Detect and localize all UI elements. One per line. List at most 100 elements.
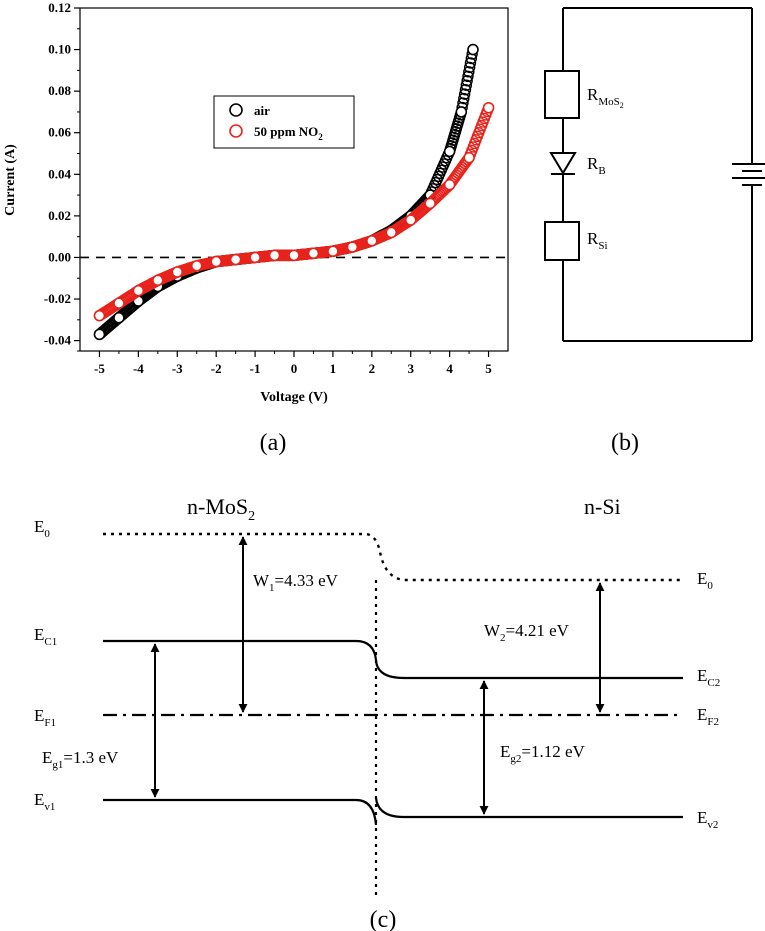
label-w2: W2=4.21 eV [484, 621, 570, 644]
diode-symbol [549, 152, 577, 175]
y-tick-label-1: -0.02 [44, 291, 71, 306]
resistor-mos2 [544, 70, 580, 119]
title-n-mos2: n-MoS2 [187, 494, 255, 524]
series-0-point-20 [467, 43, 479, 56]
series-1-point-3 [152, 274, 164, 287]
resistor-si [544, 221, 580, 261]
series-1-point-16 [404, 214, 417, 226]
panel-label-c: (c) [370, 907, 397, 931]
panel-label-a: (a) [260, 430, 287, 456]
x-tick-label-1: -4 [133, 361, 144, 376]
y-tick-label-6: 0.08 [48, 83, 71, 98]
series-1-point-8 [249, 251, 261, 264]
series-0-point-18 [443, 145, 456, 158]
y-tick-label-2: 0.00 [48, 249, 71, 264]
series-1-point-0 [93, 309, 106, 322]
series-0-fill-19-11 [464, 57, 477, 69]
series-0-fill-19-5 [459, 83, 472, 96]
band-labels: n-MoS2 n-Si E0 EC1 EF1 Ev1 E0 EC2 EF2 Ev… [34, 494, 720, 831]
series-1-point-2 [132, 284, 145, 297]
series-1-point-9 [268, 249, 281, 262]
circuit-labels: RMoS2 RB RSi [587, 85, 624, 252]
series-1-point-19 [463, 151, 475, 164]
x-tick-label-7: 2 [369, 361, 376, 376]
label-e0-left: E0 [34, 517, 50, 540]
series-1-point-10 [288, 249, 300, 262]
series-0-fill-19-6 [460, 79, 473, 91]
series-0-point-0 [93, 328, 106, 341]
y-tick-label-0: -0.04 [44, 333, 72, 348]
series-1 [93, 101, 495, 322]
series-0-fill-19-3 [458, 92, 470, 105]
series-1-point-5 [190, 259, 203, 272]
series-1-point-4 [171, 266, 184, 278]
x-tick-labels: -5 -4 -3 -2 -1 0 1 2 3 4 5 [94, 361, 492, 376]
series-1-point-15 [385, 226, 398, 239]
label-ev2: Ev2 [697, 808, 718, 831]
series-0-fill-19-10 [463, 61, 476, 74]
series-1-point-14 [366, 235, 378, 247]
series-0-point-19 [455, 106, 468, 118]
series-1-point-7 [229, 253, 242, 266]
label-w1: W1=4.33 eV [253, 571, 339, 594]
series-0-fill-19-7 [461, 75, 473, 87]
label-ec2: EC2 [697, 666, 720, 689]
title-n-si: n-Si [584, 494, 621, 519]
axis-ticks [74, 7, 490, 357]
y-tick-label-8: 0.12 [48, 0, 71, 15]
series-layer [93, 43, 495, 341]
x-tick-label-9: 4 [446, 361, 453, 376]
series-1-point-20 [482, 101, 495, 114]
legend: air 50 ppm NO2 [213, 95, 355, 149]
label-r-mos2: RMoS2 [587, 85, 624, 110]
label-ef1: EF1 [34, 706, 56, 729]
series-0-fill-19-4 [458, 88, 471, 100]
series-0-point-1 [113, 311, 125, 324]
valence-band-2 [374, 797, 683, 819]
x-tick-label-10: 5 [485, 361, 492, 376]
y-tick-label-3: 0.02 [48, 208, 71, 223]
label-ev1: Ev1 [34, 790, 55, 813]
x-tick-label-6: 1 [330, 361, 337, 376]
y-tick-labels: -0.04 -0.02 0.00 0.02 0.04 0.06 0.08 0.10 0.12 [44, 0, 72, 348]
x-tick-label-5: 0 [291, 361, 298, 376]
label-e0-right: E0 [697, 569, 713, 592]
series-0 [93, 43, 479, 341]
series-1-point-6 [210, 255, 222, 268]
legend-label-air: air [254, 103, 270, 118]
y-axis-label: Current (A) [3, 144, 18, 216]
legend-marker-no2 [229, 124, 243, 138]
x-axis-label: Voltage (V) [260, 390, 328, 405]
conduction-band-1 [103, 639, 378, 661]
label-r-b: RB [587, 154, 606, 177]
label-eg2: Eg2=1.12 eV [500, 742, 586, 765]
series-1-point-11 [307, 247, 320, 260]
legend-label-no2: 50 ppm NO2 [254, 124, 323, 142]
label-ef2: EF2 [697, 705, 719, 728]
series-0-fill-19-9 [463, 66, 475, 78]
legend-marker-air [229, 103, 243, 117]
series-1-point-12 [327, 245, 339, 258]
band-diagram [103, 532, 683, 900]
label-eg1: Eg1=1.3 eV [42, 748, 119, 771]
series-1-point-13 [346, 241, 359, 253]
iv-chart: -5 -4 -3 -2 -1 0 1 2 3 4 5 -0.04 -0.02 0.00 0.02 0.04 0… [3, 0, 509, 405]
valence-band-1 [103, 798, 378, 826]
vacuum-level-left [103, 532, 683, 582]
label-ec1: EC1 [34, 625, 57, 648]
x-tick-label-2: -3 [172, 361, 183, 376]
x-tick-label-0: -5 [94, 361, 105, 376]
series-0-fill-19-8 [462, 70, 474, 83]
series-1-point-18 [443, 178, 456, 191]
conduction-band-2 [374, 659, 683, 680]
y-tick-label-5: 0.06 [48, 125, 71, 140]
x-tick-label-8: 3 [407, 361, 414, 376]
x-tick-label-4: -1 [250, 361, 261, 376]
y-tick-label-4: 0.04 [48, 166, 71, 181]
y-tick-label-7: 0.10 [48, 42, 71, 57]
x-tick-label-3: -2 [211, 361, 222, 376]
panel-label-b: (b) [611, 430, 639, 456]
label-r-si: RSi [587, 229, 608, 252]
series-1-point-1 [113, 297, 125, 309]
